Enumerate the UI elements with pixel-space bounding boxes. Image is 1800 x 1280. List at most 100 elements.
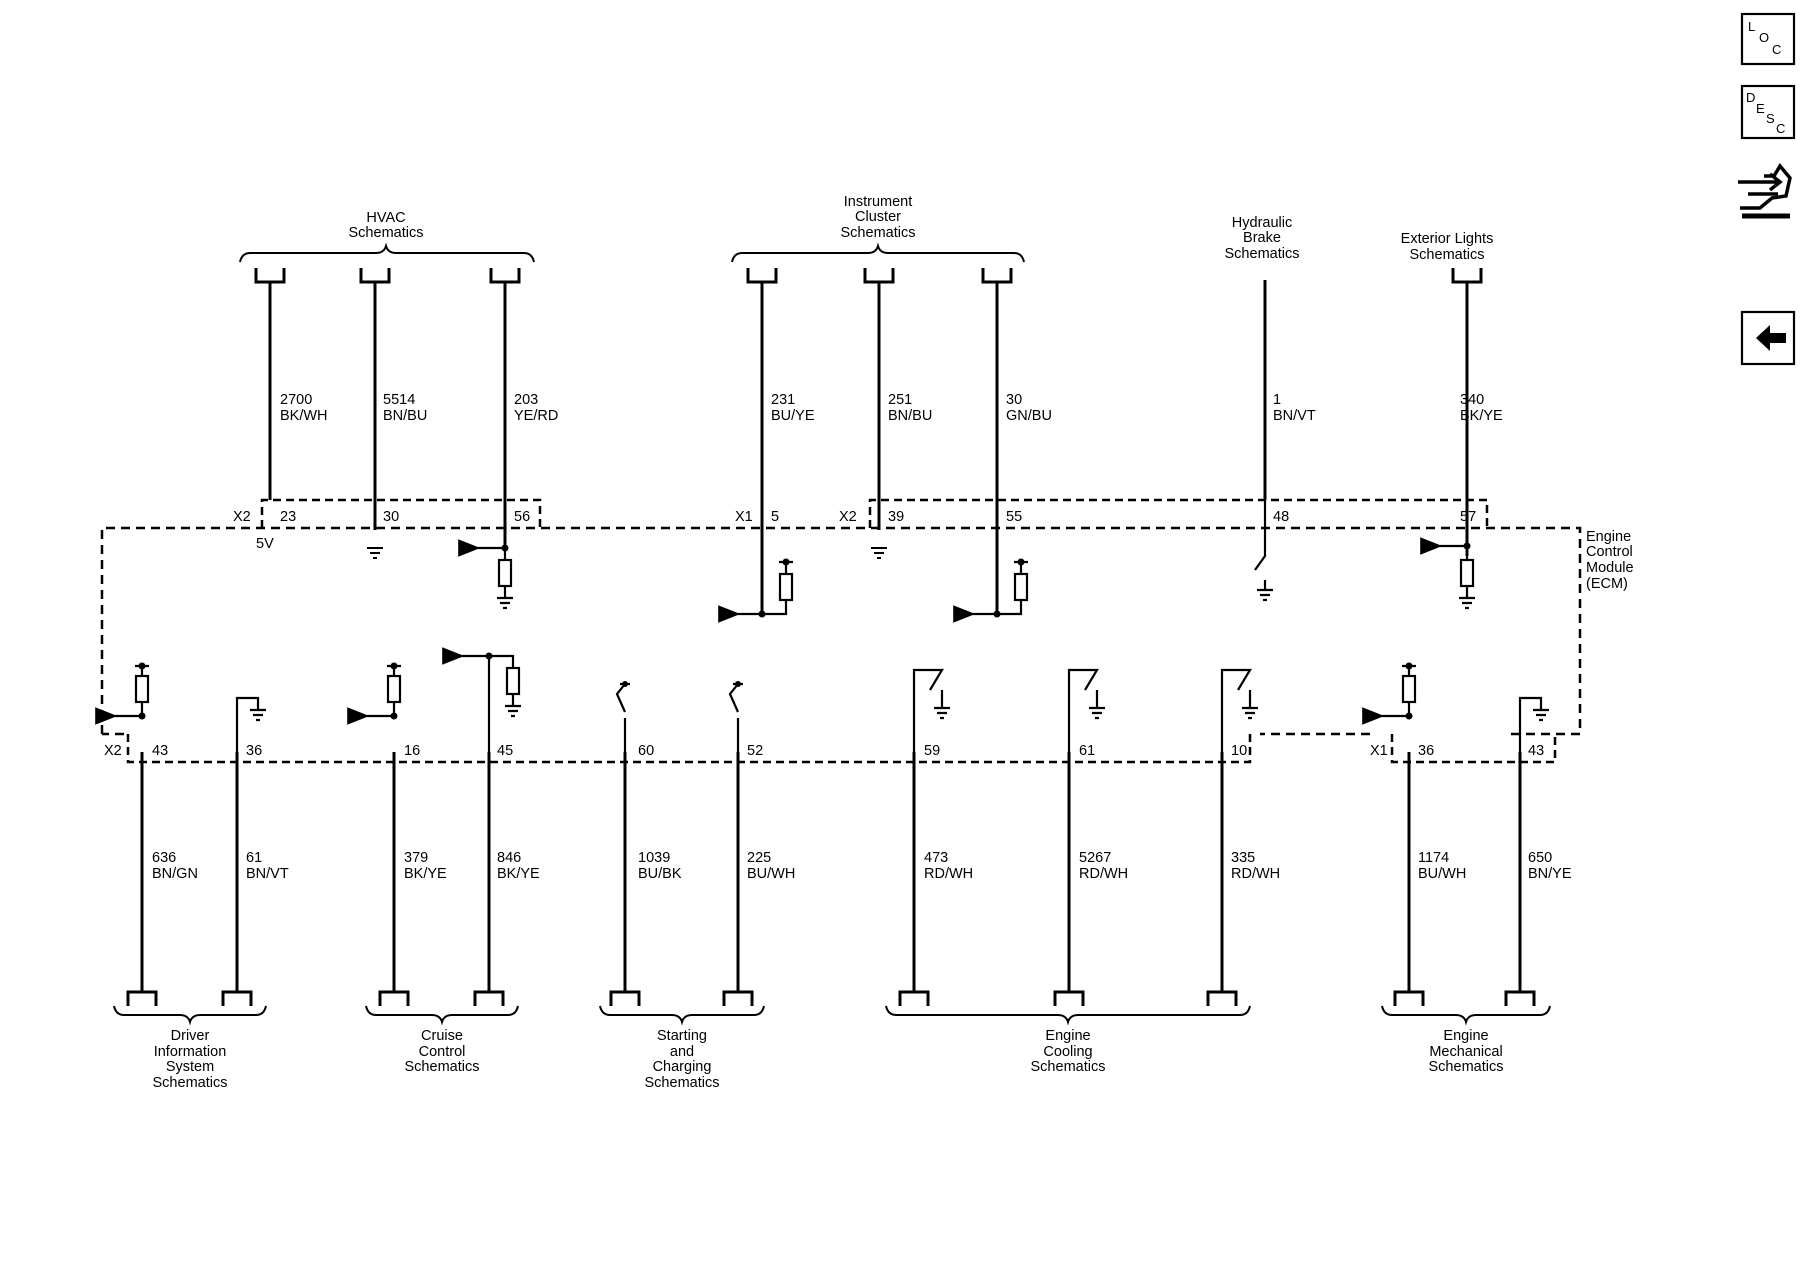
top-connectors bbox=[260, 498, 1489, 528]
svg-text:Schematics: Schematics bbox=[1031, 1059, 1106, 1075]
svg-text:Engine: Engine bbox=[1045, 1028, 1090, 1044]
pin-number: 10 bbox=[1231, 743, 1247, 759]
bottom-wire-labels: 636 BN/GN 61 BN/VT 379 BK/YE 846 BK/YE 1… bbox=[152, 850, 1572, 882]
svg-text:Instrument: Instrument bbox=[844, 194, 913, 210]
wire-label: 231 bbox=[771, 392, 795, 408]
connector-x2-bottom: X2 bbox=[104, 743, 122, 759]
pin-number: 57 bbox=[1460, 509, 1476, 525]
svg-text:System: System bbox=[166, 1059, 214, 1075]
svg-text:Exterior Lights: Exterior Lights bbox=[1401, 231, 1494, 247]
wire-label: 650 bbox=[1528, 850, 1552, 866]
pin-number: 30 bbox=[383, 509, 399, 525]
pin-number: 23 bbox=[280, 509, 296, 525]
svg-text:Cluster: Cluster bbox=[855, 209, 901, 225]
pin-number: 60 bbox=[638, 743, 654, 759]
svg-text:Information: Information bbox=[154, 1044, 227, 1060]
wire-label: BN/VT bbox=[1273, 408, 1316, 424]
connector-x2-top-a: X2 bbox=[233, 509, 251, 525]
wire-label: 1174 bbox=[1418, 850, 1449, 866]
engine-cooling-label: Engine Cooling Schematics bbox=[1031, 1028, 1106, 1075]
svg-text:Schematics: Schematics bbox=[1410, 247, 1485, 263]
wrench-hand-icon[interactable] bbox=[1738, 162, 1792, 219]
svg-text:HVAC: HVAC bbox=[366, 210, 405, 226]
wire-label: 61 bbox=[246, 850, 262, 866]
wire-label: BU/WH bbox=[1418, 866, 1466, 882]
connector-x1-bottom: X1 bbox=[1370, 743, 1388, 759]
wire-label: 251 bbox=[888, 392, 912, 408]
svg-text:Cruise: Cruise bbox=[421, 1028, 463, 1044]
svg-text:Schematics: Schematics bbox=[841, 225, 916, 241]
ecm-name: Engine Control Module (ECM) bbox=[1586, 529, 1634, 592]
svg-text:Starting: Starting bbox=[657, 1028, 707, 1044]
svg-text:Module: Module bbox=[1586, 560, 1634, 576]
top-wires bbox=[254, 268, 1483, 614]
desc-letter-e: E bbox=[1756, 101, 1765, 116]
wire-label: BU/BK bbox=[638, 866, 682, 882]
wire-label: 846 bbox=[497, 850, 521, 866]
starting-charging-label: Starting and Charging Schematics bbox=[645, 1028, 720, 1091]
back-arrow-icon bbox=[1756, 325, 1786, 351]
desc-button[interactable]: D E S C bbox=[1740, 84, 1796, 140]
desc-letter-d: D bbox=[1746, 90, 1755, 105]
wire-label: 1 bbox=[1273, 392, 1281, 408]
pin-number: 39 bbox=[888, 509, 904, 525]
wire-label: BN/BU bbox=[888, 408, 932, 424]
bottom-internal-circuits bbox=[95, 647, 1549, 752]
loc-letter-l: L bbox=[1748, 19, 1755, 34]
wire-label: BN/VT bbox=[246, 866, 289, 882]
desc-letter-s: S bbox=[1766, 111, 1775, 126]
wire-label: 2700 bbox=[280, 392, 312, 408]
pin-number: 45 bbox=[497, 743, 513, 759]
wire-label: 340 bbox=[1460, 392, 1484, 408]
loc-button[interactable]: L O C bbox=[1740, 12, 1796, 66]
top-pin-numbers: 23 30 56 5 39 55 48 57 bbox=[280, 509, 1476, 525]
bottom-connectors bbox=[126, 734, 1557, 764]
svg-text:Schematics: Schematics bbox=[349, 225, 424, 241]
wire-label: 225 bbox=[747, 850, 771, 866]
wire-label: 5267 bbox=[1079, 850, 1111, 866]
pin-number: 56 bbox=[514, 509, 530, 525]
junction-dots bbox=[138, 542, 1471, 720]
svg-text:Driver: Driver bbox=[171, 1028, 210, 1044]
wire-label: 5514 bbox=[383, 392, 415, 408]
hvac-label: HVAC Schematics bbox=[349, 210, 424, 241]
supply-voltage-label: 5V bbox=[256, 536, 274, 552]
pin-number: 61 bbox=[1079, 743, 1095, 759]
connector-x2-top-b: X2 bbox=[839, 509, 857, 525]
bottom-pin-numbers: 43 36 16 45 60 52 59 61 10 36 43 bbox=[152, 743, 1544, 759]
wire-label: 379 bbox=[404, 850, 428, 866]
pin-number: 52 bbox=[747, 743, 763, 759]
exterior-lights-label: Exterior Lights Schematics bbox=[1401, 231, 1494, 263]
wire-label: 636 bbox=[152, 850, 176, 866]
wire-label: GN/BU bbox=[1006, 408, 1052, 424]
wire-label: RD/WH bbox=[1079, 866, 1128, 882]
pin-number: 36 bbox=[246, 743, 262, 759]
pin-number: 43 bbox=[1528, 743, 1544, 759]
svg-text:Control: Control bbox=[419, 1044, 466, 1060]
wire-label: BN/GN bbox=[152, 866, 198, 882]
svg-text:Hydraulic: Hydraulic bbox=[1232, 215, 1292, 231]
svg-text:Engine: Engine bbox=[1586, 529, 1631, 545]
wire-label: 335 bbox=[1231, 850, 1255, 866]
top-wire-labels: 2700 BK/WH 5514 BN/BU 203 YE/RD 231 BU/Y… bbox=[280, 392, 1503, 424]
svg-text:Brake: Brake bbox=[1243, 230, 1281, 246]
hydraulic-brake-label: Hydraulic Brake Schematics bbox=[1225, 215, 1300, 262]
pin-number: 43 bbox=[152, 743, 168, 759]
pin-number: 48 bbox=[1273, 509, 1289, 525]
pin-number: 59 bbox=[924, 743, 940, 759]
wire-label: BK/YE bbox=[497, 866, 540, 882]
pin-number: 16 bbox=[404, 743, 420, 759]
svg-text:Schematics: Schematics bbox=[405, 1059, 480, 1075]
desc-letter-c: C bbox=[1776, 121, 1785, 136]
back-button[interactable] bbox=[1740, 310, 1796, 366]
wire-label: YE/RD bbox=[514, 408, 558, 424]
pin-number: 36 bbox=[1418, 743, 1434, 759]
bottom-wires bbox=[126, 752, 1536, 1006]
wire-label: BK/WH bbox=[280, 408, 328, 424]
pin-number: 55 bbox=[1006, 509, 1022, 525]
svg-text:Cooling: Cooling bbox=[1043, 1044, 1092, 1060]
svg-text:Schematics: Schematics bbox=[1225, 246, 1300, 262]
wire-label: RD/WH bbox=[924, 866, 973, 882]
loc-letter-c: C bbox=[1772, 42, 1781, 57]
